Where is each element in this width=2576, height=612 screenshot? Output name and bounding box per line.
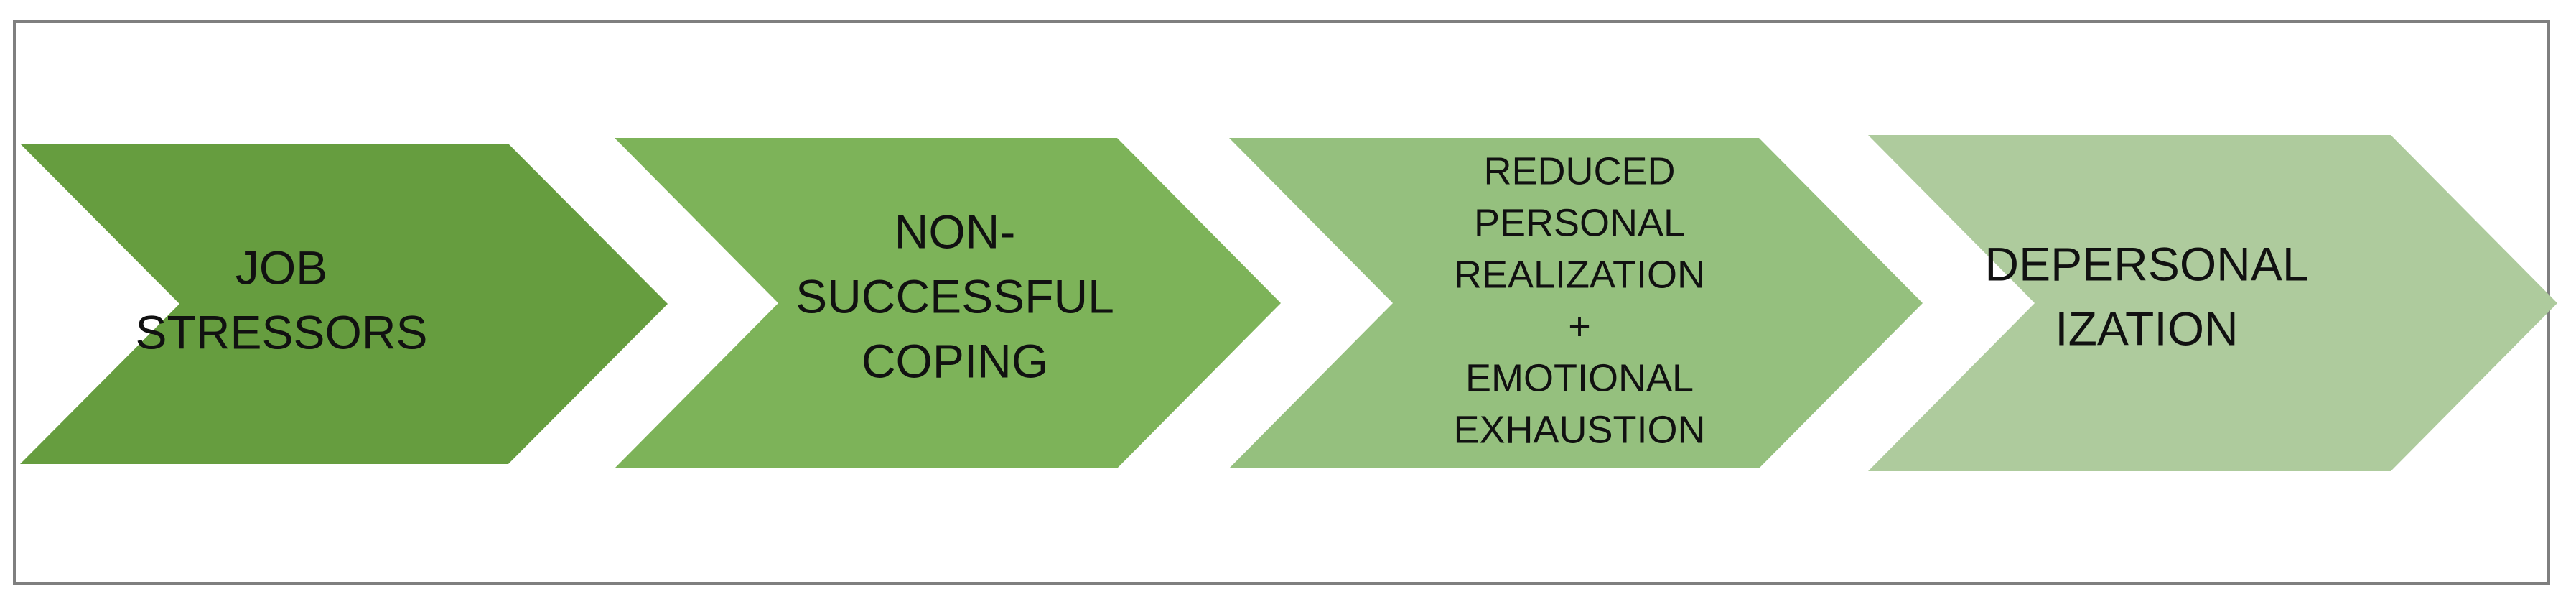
step-label-line: NON- (895, 205, 1016, 258)
step-label-line: STRESSORS (135, 305, 427, 358)
step-label-line: PERSONAL (1474, 201, 1685, 244)
chevron-shape (1868, 135, 2557, 471)
step-label-line: COPING (862, 334, 1048, 387)
chevron-shape (1229, 138, 1923, 468)
steps-layer: JOB STRESSORS NON- SUCCESSFUL COPING REDUCED P… (20, 135, 2557, 471)
chevron-shape (20, 144, 668, 464)
step-label-line: EMOTIONAL (1465, 356, 1694, 399)
step-job-stressors: JOB STRESSORS (20, 144, 668, 464)
step-reduced-personal-realization-emotional-exhaustion: REDUCED PERSONAL REALIZATION + EMOTIONAL EXHA… (1229, 138, 1923, 468)
step-label-line: + (1568, 305, 1591, 348)
step-label-line: EXHAUSTION (1453, 408, 1705, 451)
step-label-line: IZATION (2055, 302, 2238, 355)
step-label-line: SUCCESSFUL (795, 269, 1114, 323)
step-non-successful-coping: NON- SUCCESSFUL COPING (615, 138, 1281, 468)
step-label-line: DEPERSONAL (1984, 237, 2308, 290)
step-label-line: REDUCED (1483, 149, 1675, 193)
step-depersonalization: DEPERSONAL IZATION (1868, 135, 2557, 471)
step-label-line: REALIZATION (1454, 253, 1705, 296)
step-label-line: JOB (235, 241, 327, 294)
chevron-shape (615, 138, 1281, 468)
